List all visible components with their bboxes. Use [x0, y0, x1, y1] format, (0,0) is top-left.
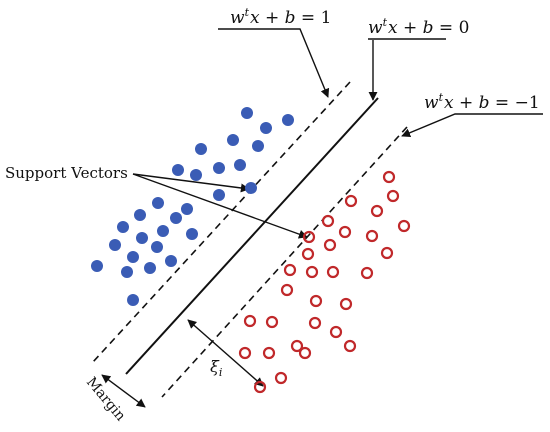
slack-arrow	[187, 319, 264, 387]
red-point	[329, 325, 343, 339]
red-point	[360, 266, 374, 280]
blue-point	[127, 251, 139, 263]
xi-label: ξi	[210, 357, 222, 379]
red-point	[238, 346, 252, 360]
blue-point	[260, 122, 272, 134]
red-point	[298, 346, 312, 360]
hyperplane-decision-line	[125, 97, 379, 375]
blue-point	[170, 212, 182, 224]
blue-point	[134, 209, 146, 221]
blue-point	[109, 239, 121, 251]
eq-negative-label: wtx + b = −1	[424, 91, 540, 113]
blue-point	[227, 134, 239, 146]
red-point	[339, 297, 353, 311]
eq-center-b: b	[423, 18, 434, 38]
eq-negative-w: w	[424, 93, 439, 113]
eq-center-eq: = 0	[434, 18, 470, 38]
eq-negative-x: x	[444, 93, 454, 113]
eq-negative-b: b	[479, 93, 490, 113]
red-point	[308, 316, 322, 330]
blue-point	[186, 228, 198, 240]
red-point	[290, 339, 304, 353]
eq-positive-t: t	[245, 6, 250, 19]
eq-positive-eq: = 1	[296, 8, 332, 28]
red-point	[262, 346, 276, 360]
blue-point	[282, 114, 294, 126]
margin-arrow	[101, 374, 146, 408]
hyperplane-positive-line	[92, 81, 351, 363]
red-point	[380, 246, 394, 260]
red-point	[343, 339, 357, 353]
blue-point	[241, 107, 253, 119]
blue-point	[181, 203, 193, 215]
red-point	[265, 315, 279, 329]
blue-point	[252, 140, 264, 152]
eq-positive-label: wtx + b = 1	[230, 6, 331, 28]
support-vectors-label: Support Vectors	[5, 164, 128, 182]
blue-point	[213, 189, 225, 201]
red-point	[321, 214, 335, 228]
blue-point	[144, 262, 156, 274]
red-point	[243, 314, 257, 328]
eq-center-x: x	[388, 18, 398, 38]
eq-negative-t: t	[439, 91, 444, 104]
blue-point	[213, 162, 225, 174]
red-point	[309, 294, 323, 308]
red-point	[338, 225, 352, 239]
blue-point	[234, 159, 246, 171]
negative-class-points	[238, 170, 411, 394]
eq-negative-eq: = −1	[490, 93, 540, 113]
blue-point	[152, 197, 164, 209]
eq-positive-b: b	[285, 8, 296, 28]
support-vector-arrow-blue	[132, 173, 250, 193]
red-point	[274, 371, 288, 385]
xi-subscript: i	[219, 366, 223, 379]
eq-positive-w: w	[230, 8, 245, 28]
margin-label: Margin	[83, 374, 129, 424]
blue-point	[172, 164, 184, 176]
eq-negative-leader	[401, 113, 543, 138]
blue-point	[195, 143, 207, 155]
xi-symbol: ξ	[210, 357, 220, 376]
red-point	[305, 265, 319, 279]
red-point	[386, 189, 400, 203]
eq-center-w: w	[368, 18, 383, 38]
eq-center-op: +	[398, 18, 423, 38]
eq-positive-op: +	[260, 8, 285, 28]
red-point	[323, 238, 337, 252]
blue-point	[151, 241, 163, 253]
red-point	[301, 247, 315, 261]
positive-class-points	[91, 107, 294, 306]
hyperplane-negative-line	[161, 126, 408, 398]
red-point	[326, 265, 340, 279]
blue-point	[245, 182, 257, 194]
eq-negative-op: +	[454, 93, 479, 113]
red-point	[344, 194, 358, 208]
blue-point	[190, 169, 202, 181]
red-point	[370, 204, 384, 218]
eq-center-t: t	[383, 16, 388, 29]
blue-point	[117, 221, 129, 233]
red-point	[283, 263, 297, 277]
blue-point	[165, 255, 177, 267]
red-point	[253, 380, 267, 394]
red-point	[397, 219, 411, 233]
support-vector-arrow-red	[132, 173, 308, 239]
red-point	[365, 229, 379, 243]
blue-point	[121, 266, 133, 278]
blue-point	[91, 260, 103, 272]
red-point	[280, 283, 294, 297]
red-point	[302, 230, 316, 244]
eq-positive-leader	[218, 28, 330, 98]
blue-point	[157, 225, 169, 237]
eq-positive-x: x	[250, 8, 260, 28]
blue-point	[127, 294, 139, 306]
blue-point	[136, 232, 148, 244]
eq-center-label: wtx + b = 0	[368, 16, 469, 38]
red-point	[382, 170, 396, 184]
